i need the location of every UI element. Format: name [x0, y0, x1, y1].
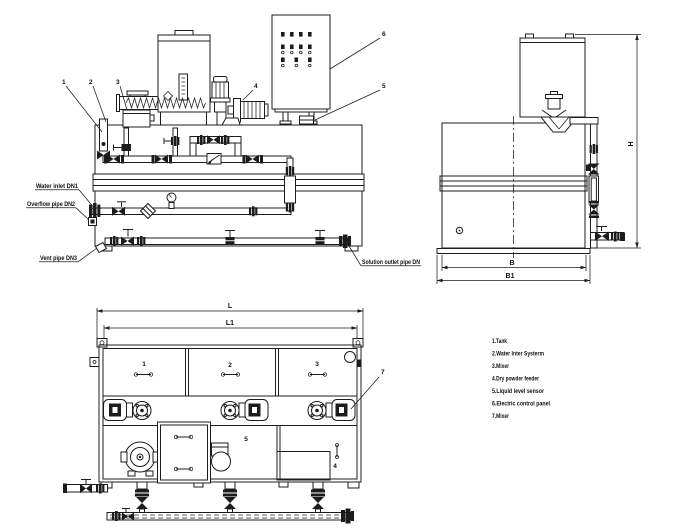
level-gauge: [97, 118, 110, 160]
dim-l: L: [228, 303, 233, 310]
top-view: L L1 1 2 3: [63, 303, 385, 524]
top-mixer-right: [307, 399, 356, 421]
inlet-flange: [89, 203, 101, 219]
outlet-drops: [135, 481, 325, 514]
callout-4: 4: [254, 83, 258, 90]
callout-5: 5: [382, 83, 386, 90]
legend-item-3: 3.Mixer: [492, 363, 509, 370]
overflow-label: Overflow pipe DN2: [27, 201, 75, 208]
legend: 1.Tank 2.Water Inter Systerm 3.Mixer 4.D…: [492, 338, 550, 420]
hopper-motor: [547, 98, 561, 110]
compartment-2: 2: [228, 362, 232, 369]
side-piping: [569, 117, 625, 249]
hopper-handle: [174, 30, 194, 36]
right-vertical-pipe: [284, 157, 296, 213]
upper-pipe-run: [102, 135, 292, 165]
callout-3: 3: [116, 79, 120, 86]
mixer-motor-vertical: [210, 76, 231, 125]
side-tank-body: [436, 116, 591, 258]
vent-fitting: [94, 241, 108, 254]
feeder-unit-box: [122, 109, 151, 128]
legend-item-7: 7.Mixer: [492, 413, 509, 420]
front-callouts: 1 2 3 4 6 5: [62, 31, 386, 133]
outlet-fitting: [339, 236, 343, 247]
nozzle-symbol: [162, 90, 174, 102]
compartment-3: 3: [315, 361, 319, 368]
vent-label: Vent pipe DN3: [40, 255, 77, 262]
feeder-motor: [221, 98, 269, 126]
indicator-lights: [281, 32, 312, 68]
callout-7: 7: [381, 369, 385, 376]
left-outlet-pipe: [63, 479, 108, 494]
legend-item-1: 1.Tank: [492, 338, 507, 345]
suction-flange: [120, 441, 160, 477]
dim-l1: L1: [226, 320, 234, 327]
water-inlet-label: Water inlet DN1: [36, 183, 78, 190]
feed-drop-pipes: [113, 127, 180, 157]
solution-outlet-label: Solution outlet pipe DN: [362, 259, 420, 266]
compartment-labels: 1 2 3: [133, 361, 328, 377]
callout-6: 6: [382, 31, 386, 38]
legend-item-4: 4.Dry powder feeder: [492, 376, 539, 383]
discharge-cone: [539, 116, 579, 133]
dim-b1: B1: [506, 273, 515, 280]
compartment-1: 1: [142, 361, 146, 368]
front-view: 1 2 3 4 6 5 Water inlet DN1 Overflow pip…: [26, 14, 421, 267]
pipe-labels: Water inlet DN1 Overflow pipe DN2 Vent p…: [26, 183, 421, 267]
drain-plug: [455, 226, 464, 235]
side-view: H B B1: [436, 33, 641, 284]
top-mixer-left: [103, 399, 152, 421]
screw-helix: [125, 96, 206, 110]
callout-2: 2: [89, 79, 93, 86]
bottom-pipe-run: [104, 229, 351, 248]
callout-1: 1: [62, 79, 66, 86]
powder-feeder: [116, 30, 211, 128]
callout-5-top: 5: [244, 436, 248, 443]
panel-footprint-box: [157, 421, 211, 484]
dim-h: H: [628, 141, 635, 146]
dim-b: B: [509, 260, 514, 267]
inlet-pot: [126, 90, 149, 96]
sight-glass-tube: [284, 175, 296, 204]
feeder-footprint: [276, 451, 331, 481]
top-mixer-middle: [220, 399, 269, 421]
manhole: [344, 351, 356, 363]
legend-item-5: 5.Liquid level sensor: [492, 388, 544, 395]
callout-4-top: 4: [333, 463, 337, 470]
outlet-manifold: [106, 508, 354, 524]
side-sight-glass: [588, 175, 599, 204]
control-panel: [271, 14, 331, 125]
level-sensor: [299, 115, 314, 125]
side-dimensions: H B B1: [436, 34, 641, 284]
side-hopper: [519, 33, 586, 133]
legend-item-2: 2.Water Inter Systerm: [492, 351, 544, 358]
top-dimensions: L L1: [96, 303, 364, 342]
y-strainer: [139, 202, 157, 220]
mid-pipe-run: [89, 192, 292, 220]
tank-foot: [344, 245, 359, 252]
dosing-pump: [211, 442, 231, 472]
gauge-stem: [168, 202, 175, 209]
legend-item-6: 6.Electric control panel: [492, 401, 550, 408]
